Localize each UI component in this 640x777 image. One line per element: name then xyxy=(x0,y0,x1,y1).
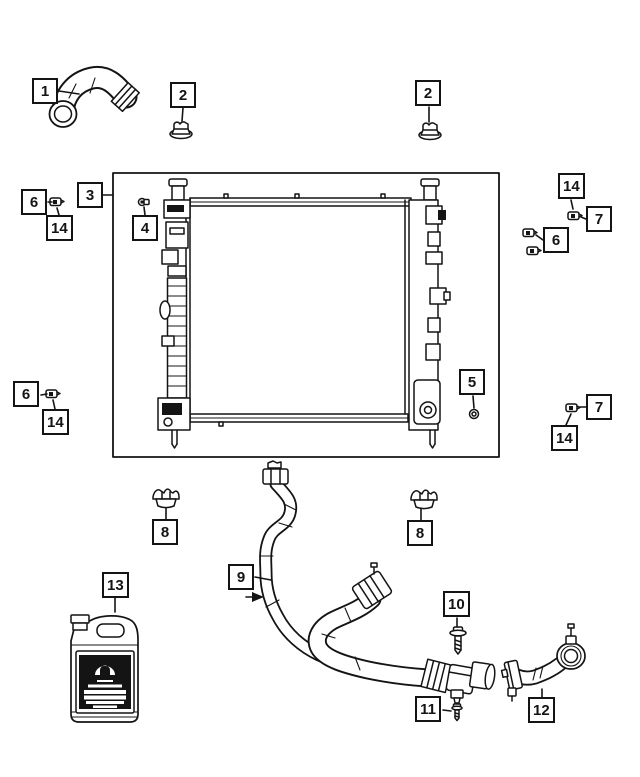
callout-2-right[interactable]: 2 xyxy=(415,80,441,106)
retainer-clip-icon xyxy=(567,211,583,221)
jug-label-text-lines xyxy=(84,680,126,708)
callout-14-bottom-left[interactable]: 14 xyxy=(42,409,69,435)
retainer-clip-icon xyxy=(522,228,538,238)
part-11-screw xyxy=(451,703,463,722)
part-9-coolant-hose xyxy=(245,460,357,670)
callout-14-bottom-right[interactable]: 14 xyxy=(551,425,578,451)
callout-14-top-right[interactable]: 14 xyxy=(558,173,585,199)
retainer-clip-icon xyxy=(526,246,542,256)
part-2-grommet-right xyxy=(418,122,442,141)
radiator-left-tank xyxy=(157,178,191,449)
retainer-clip-icon xyxy=(45,389,61,399)
callout-6-bottom-left[interactable]: 6 xyxy=(13,381,39,407)
callout-7-bottom-right[interactable]: 7 xyxy=(586,394,612,420)
retainer-clip-icon xyxy=(565,403,581,413)
callout-6-right[interactable]: 6 xyxy=(543,227,569,253)
pin-fastener-icon xyxy=(137,197,150,207)
part-12-elbow-hose xyxy=(500,623,586,702)
callout-8-right[interactable]: 8 xyxy=(407,520,433,546)
callout-8-left[interactable]: 8 xyxy=(152,519,178,545)
part-8-hose-clamp-left xyxy=(152,488,180,509)
callout-4[interactable]: 4 xyxy=(132,215,158,241)
callout-9[interactable]: 9 xyxy=(228,564,254,590)
callout-3[interactable]: 3 xyxy=(77,182,103,208)
callout-11[interactable]: 11 xyxy=(415,696,441,722)
callout-5[interactable]: 5 xyxy=(459,369,485,395)
callout-12[interactable]: 12 xyxy=(528,697,555,723)
callout-10[interactable]: 10 xyxy=(443,591,470,617)
callout-1[interactable]: 1 xyxy=(32,78,58,104)
drain-plug-icon xyxy=(468,408,480,420)
part-1-elbow-hose xyxy=(48,65,140,128)
part-8-hose-clamp-right xyxy=(410,489,438,510)
callout-13[interactable]: 13 xyxy=(102,572,129,598)
callout-6-top-left[interactable]: 6 xyxy=(21,189,47,215)
callout-2-left[interactable]: 2 xyxy=(170,82,196,108)
radiator-assembly xyxy=(112,172,500,458)
callout-14-top-left[interactable]: 14 xyxy=(46,215,73,241)
part-10-screw xyxy=(449,626,467,655)
part-2-grommet-left xyxy=(169,121,193,140)
part-13-coolant-jug xyxy=(70,614,139,723)
lower-radiator-hose xyxy=(307,562,496,704)
mopar-m-logo xyxy=(95,665,115,675)
leader-lines xyxy=(40,90,587,712)
callout-7-top-right[interactable]: 7 xyxy=(586,206,612,232)
radiator-right-tank xyxy=(404,178,451,449)
